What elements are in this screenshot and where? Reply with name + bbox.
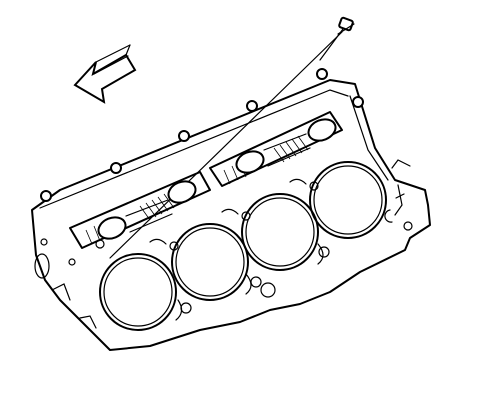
head-bolt bbox=[110, 162, 122, 174]
cylinder-bore-2 bbox=[171, 223, 249, 301]
coolant-passages bbox=[95, 178, 330, 321]
cylinder-bore-4 bbox=[309, 161, 387, 239]
head-bolt bbox=[40, 190, 52, 202]
valve-port-right bbox=[209, 111, 343, 187]
gasket-left-end bbox=[34, 238, 97, 329]
head-bolt bbox=[316, 68, 328, 80]
gasket-outline bbox=[31, 79, 431, 351]
cylinder-bore-3 bbox=[241, 193, 319, 271]
direction-arrow-icon bbox=[73, 44, 137, 104]
alignment-dowel-icon bbox=[319, 16, 355, 61]
head-bolt bbox=[178, 130, 190, 142]
gasket-right-end bbox=[391, 159, 413, 231]
head-bolt bbox=[246, 100, 258, 112]
cylinder-bores bbox=[99, 161, 387, 331]
alignment-guide-line bbox=[109, 31, 343, 259]
head-bolt bbox=[352, 96, 364, 108]
cylinder-bore-1 bbox=[99, 253, 177, 331]
head-bolt-bosses bbox=[40, 68, 364, 202]
valve-port-left bbox=[69, 171, 211, 249]
